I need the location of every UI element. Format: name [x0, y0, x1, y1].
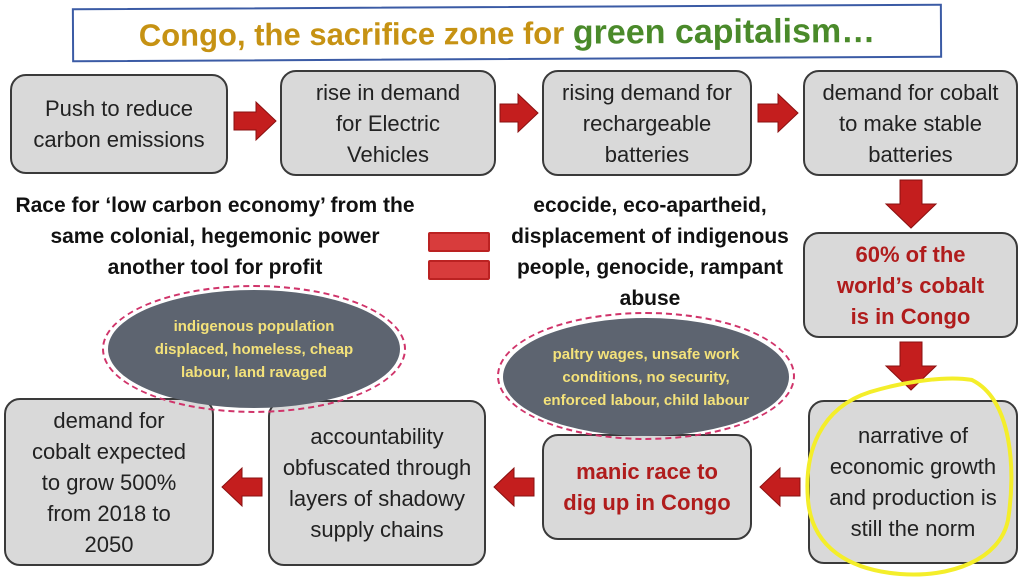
box-ev-demand: rise in demand for Electric Vehicles	[280, 70, 496, 176]
box-accountability-text: accountability obfuscated through layers…	[282, 424, 472, 542]
box-push-reduce-emissions: Push to reduce carbon emissions	[10, 74, 228, 174]
ecocide-statement: ecocide, eco-apartheid, displacement of …	[511, 194, 789, 310]
box-manic-race: manic race to dig up in Congo	[542, 434, 752, 540]
oval-indigenous-displacement: indigenous population displaced, homeles…	[108, 290, 400, 408]
arrow-right-icon	[499, 92, 539, 134]
box-demand-growth: demand for cobalt expected to grow 500% …	[4, 398, 214, 566]
box-battery-demand: rising demand for rechargeable batteries	[542, 70, 752, 176]
box-cobalt-demand-text: demand for cobalt to make stable batteri…	[822, 79, 999, 167]
box-accountability: accountability obfuscated through layers…	[268, 400, 486, 566]
arrow-right-icon	[233, 100, 277, 142]
arrow-left-icon	[759, 466, 801, 508]
colonial-race-statement: Race for ‘low carbon economy’ from the s…	[15, 194, 415, 279]
equals-bar-bottom	[428, 260, 490, 280]
box-cobalt-share: 60% of the world’s cobalt is in Congo	[803, 232, 1018, 338]
box-cobalt-demand: demand for cobalt to make stable batteri…	[803, 70, 1018, 176]
highlight-circle	[805, 376, 1014, 577]
arrow-down-icon	[884, 179, 938, 229]
arrow-left-icon	[221, 466, 263, 508]
box-battery-demand-text: rising demand for rechargeable batteries	[562, 79, 732, 167]
box-growth-narrative-text: narrative of economic growth and product…	[829, 423, 997, 541]
box-push-reduce-emissions-text: Push to reduce carbon emissions	[33, 96, 205, 152]
arrow-right-icon	[757, 92, 799, 134]
arrow-left-icon	[493, 466, 535, 508]
arrow-down-icon	[884, 341, 938, 391]
oval-indigenous-text: indigenous population displaced, homeles…	[154, 317, 354, 381]
box-growth-narrative: narrative of economic growth and product…	[808, 400, 1018, 564]
oval-labour-text: paltry wages, unsafe work conditions, no…	[543, 345, 749, 409]
box-manic-race-text: manic race to dig up in Congo	[563, 459, 731, 515]
box-demand-growth-text: demand for cobalt expected to grow 500% …	[31, 407, 187, 557]
equals-bar-top	[428, 232, 490, 252]
box-cobalt-share-text: 60% of the world’s cobalt is in Congo	[836, 241, 985, 329]
oval-labour-conditions: paltry wages, unsafe work conditions, no…	[503, 318, 789, 436]
box-ev-demand-text: rise in demand for Electric Vehicles	[315, 79, 461, 167]
